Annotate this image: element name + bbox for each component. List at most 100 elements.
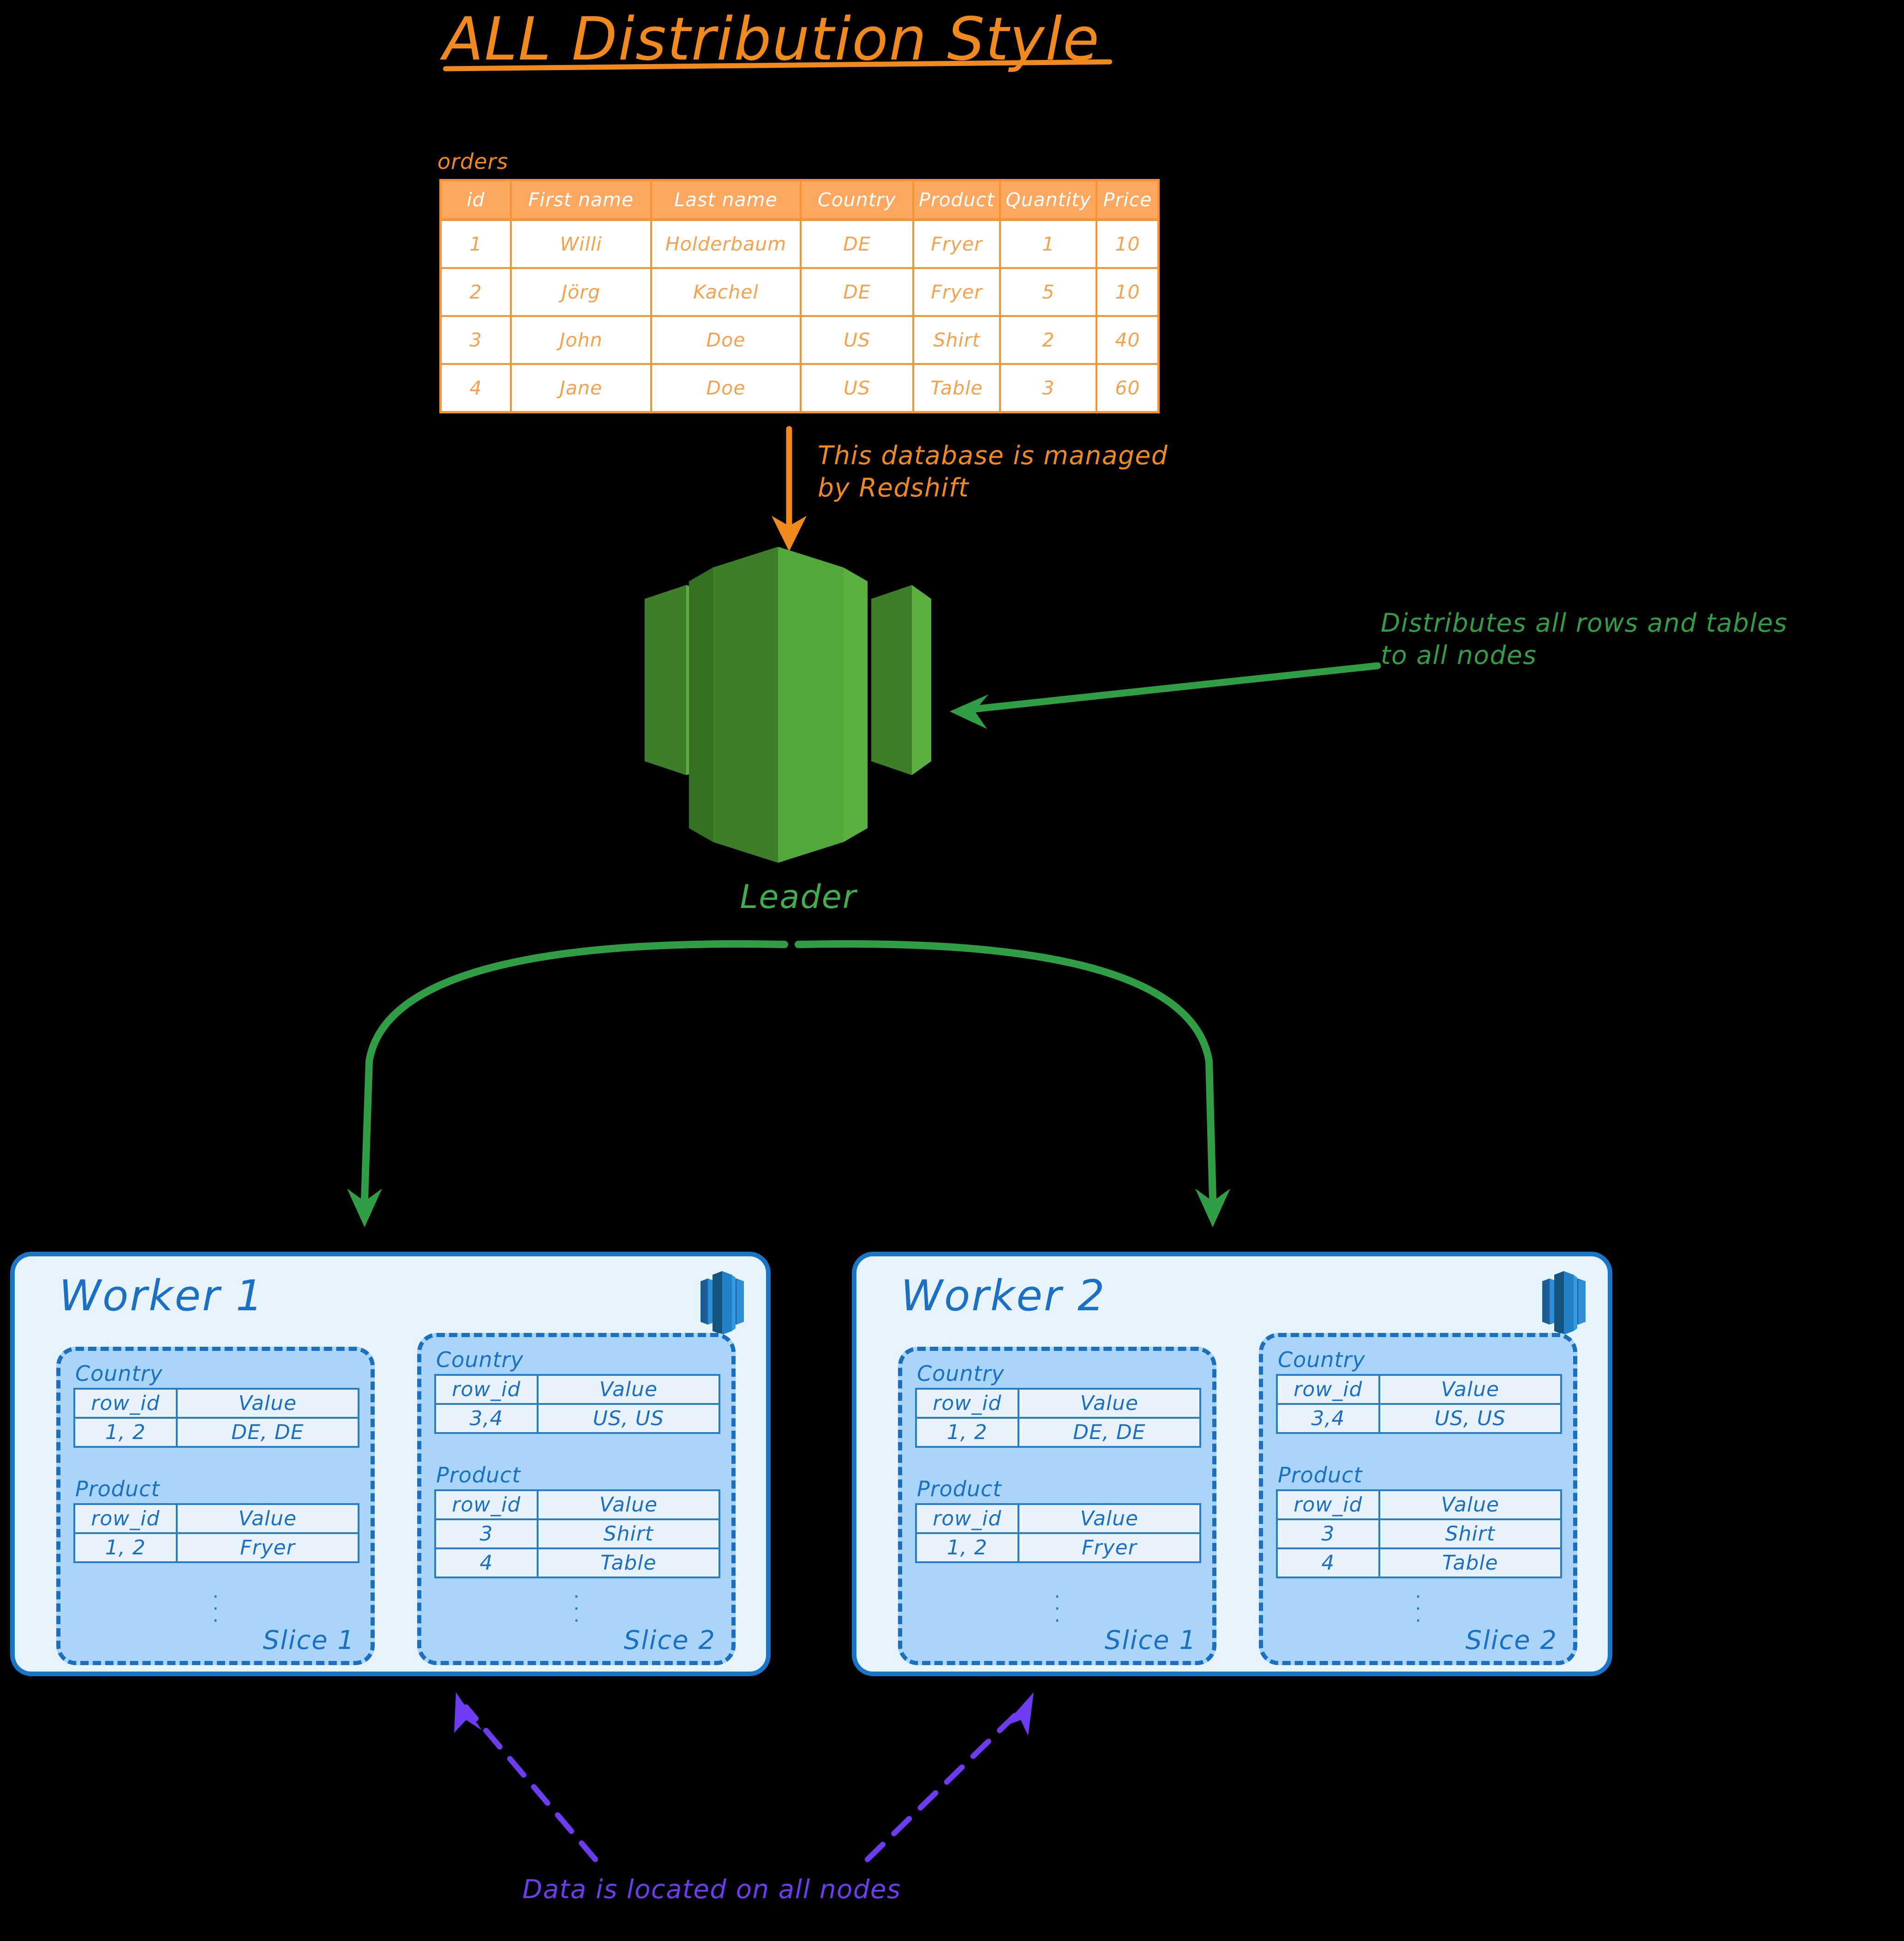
cell: 3 xyxy=(1276,1518,1380,1549)
orders-table-label: orders xyxy=(437,149,509,174)
orders-col-id: id xyxy=(440,180,512,221)
mini-col-row-id: row_id xyxy=(1276,1374,1380,1405)
orders-col-price: Price xyxy=(1096,180,1159,221)
cell: US xyxy=(801,364,914,412)
worker-2-slice-2-label: Slice 2 xyxy=(1465,1625,1557,1655)
mini-table-caption: Product xyxy=(75,1476,160,1501)
table-row: 1, 2 DE, DE xyxy=(915,1417,1202,1448)
table-row: 3 Shirt xyxy=(434,1518,721,1549)
cell: Jane xyxy=(511,364,652,412)
mini-table-caption: Country xyxy=(1278,1347,1365,1372)
worker-1-slice-1-label: Slice 1 xyxy=(263,1625,355,1655)
table-header-row: row_id Value xyxy=(1276,1489,1563,1520)
arrow-note-to-worker-1 xyxy=(454,1692,598,1862)
cell: Fryer xyxy=(913,268,1001,317)
table-row: 1 Willi Holderbaum DE Fryer 1 10 xyxy=(440,220,1159,269)
mini-col-value: Value xyxy=(1017,1503,1202,1534)
mini-col-row-id: row_id xyxy=(1276,1489,1380,1520)
mini-table-caption: Country xyxy=(75,1361,163,1386)
mini-table: row_id Value 1, 2 DE, DE xyxy=(73,1388,360,1448)
cell: 2 xyxy=(1000,316,1098,365)
table-header-row: row_id Value xyxy=(73,1388,360,1419)
cell: 3 xyxy=(434,1518,539,1549)
cell: 1, 2 xyxy=(915,1417,1019,1448)
table-row: 1, 2 Fryer xyxy=(73,1532,360,1563)
table-row: 1, 2 Fryer xyxy=(915,1532,1202,1563)
worker-1-slice-2[interactable]: Country row_id Value 3,4 US, US Product xyxy=(417,1333,736,1665)
mini-table-caption: Country xyxy=(436,1347,524,1372)
worker-2-slice-2[interactable]: Country row_id Value 3,4 US, US Product xyxy=(1259,1333,1577,1665)
redshift-node-icon xyxy=(1542,1271,1586,1335)
cell: Shirt xyxy=(913,316,1001,365)
cell: 1, 2 xyxy=(73,1532,178,1563)
cell: Fryer xyxy=(913,220,1001,269)
cell: 40 xyxy=(1096,316,1159,365)
cell: 4 xyxy=(434,1547,539,1578)
table-header-row: row_id Value xyxy=(73,1503,360,1534)
mini-col-value: Value xyxy=(1378,1374,1563,1405)
worker-node-2[interactable]: Worker 2 Country row_id Value 1, 2 xyxy=(852,1252,1612,1676)
slice-table-country: Country row_id Value 1, 2 DE, DE xyxy=(915,1361,1202,1448)
cell: DE xyxy=(801,268,914,317)
cell: Kachel xyxy=(651,268,802,317)
cell: US, US xyxy=(536,1403,721,1434)
cell: 1 xyxy=(1000,220,1098,269)
cell: Shirt xyxy=(536,1518,721,1549)
annotation-data-on-all-nodes: Data is located on all nodes xyxy=(522,1875,901,1905)
mini-table: row_id Value 1, 2 DE, DE xyxy=(915,1388,1202,1448)
table-row: 1, 2 DE, DE xyxy=(73,1417,360,1448)
mini-table: row_id Value 3 Shirt 4 Table xyxy=(1276,1489,1563,1578)
worker-2-title: Worker 2 xyxy=(901,1271,1106,1320)
cell: 10 xyxy=(1096,268,1159,317)
vertical-ellipsis-icon: ... xyxy=(1415,1579,1421,1626)
slice-table-product: Product row_id Value 3 Shirt 4 Table xyxy=(1276,1463,1563,1578)
page-title: ALL Distribution Style xyxy=(443,10,1135,72)
worker-node-1[interactable]: Worker 1 Country row_id Value 1, 2 xyxy=(10,1252,771,1676)
cell: 10 xyxy=(1096,220,1159,269)
cell: 3 xyxy=(440,316,512,365)
mini-table-caption: Product xyxy=(917,1476,1002,1501)
worker-2-slice-1-label: Slice 1 xyxy=(1104,1625,1197,1655)
arrow-note-to-worker-2 xyxy=(865,1692,1034,1862)
arrow-leader-to-worker-1 xyxy=(347,940,788,1227)
slice-table-country: Country row_id Value 1, 2 DE, DE xyxy=(73,1361,360,1448)
annotation-managed-by-redshift: This database is managed by Redshift xyxy=(818,441,1168,503)
mini-table: row_id Value 3,4 US, US xyxy=(1276,1374,1563,1434)
cell: Table xyxy=(1378,1547,1563,1578)
table-header-row: row_id Value xyxy=(1276,1374,1563,1405)
worker-2-slice-1[interactable]: Country row_id Value 1, 2 DE, DE Product xyxy=(898,1347,1216,1665)
mini-col-value: Value xyxy=(175,1503,360,1534)
cell: 3,4 xyxy=(434,1403,539,1434)
cell: DE, DE xyxy=(175,1417,360,1448)
slice-table-country: Country row_id Value 3,4 US, US xyxy=(434,1347,721,1434)
cell: John xyxy=(511,316,652,365)
worker-1-slice-2-label: Slice 2 xyxy=(623,1625,716,1655)
cell: US xyxy=(801,316,914,365)
cell: DE, DE xyxy=(1017,1417,1202,1448)
orders-col-product: Product xyxy=(913,180,1001,221)
table-header-row: row_id Value xyxy=(915,1503,1202,1534)
cell: US, US xyxy=(1378,1403,1563,1434)
leader-label: Leader xyxy=(740,878,857,916)
mini-col-value: Value xyxy=(175,1388,360,1419)
mini-table: row_id Value 1, 2 Fryer xyxy=(915,1503,1202,1563)
cell: 1 xyxy=(440,220,512,269)
mini-col-row-id: row_id xyxy=(915,1388,1019,1419)
slice-table-product: Product row_id Value 1, 2 Fryer xyxy=(73,1476,360,1563)
table-row: 3,4 US, US xyxy=(1276,1403,1563,1434)
mini-table: row_id Value 1, 2 Fryer xyxy=(73,1503,360,1563)
cell: Doe xyxy=(651,316,802,365)
arrow-leader-to-worker-2 xyxy=(795,940,1230,1227)
cell: 2 xyxy=(440,268,512,317)
cell: Table xyxy=(913,364,1001,412)
vertical-ellipsis-icon: ... xyxy=(1054,1579,1060,1626)
vertical-ellipsis-icon: ... xyxy=(212,1579,219,1626)
worker-1-slice-1[interactable]: Country row_id Value 1, 2 DE, DE Product xyxy=(56,1347,375,1665)
table-row: 3 John Doe US Shirt 2 40 xyxy=(440,316,1159,365)
vertical-ellipsis-icon: ... xyxy=(573,1579,580,1626)
table-row: 3 Shirt xyxy=(1276,1518,1563,1549)
orders-col-first: First name xyxy=(511,180,652,221)
cell: Fryer xyxy=(1017,1532,1202,1563)
table-header-row: row_id Value xyxy=(434,1374,721,1405)
